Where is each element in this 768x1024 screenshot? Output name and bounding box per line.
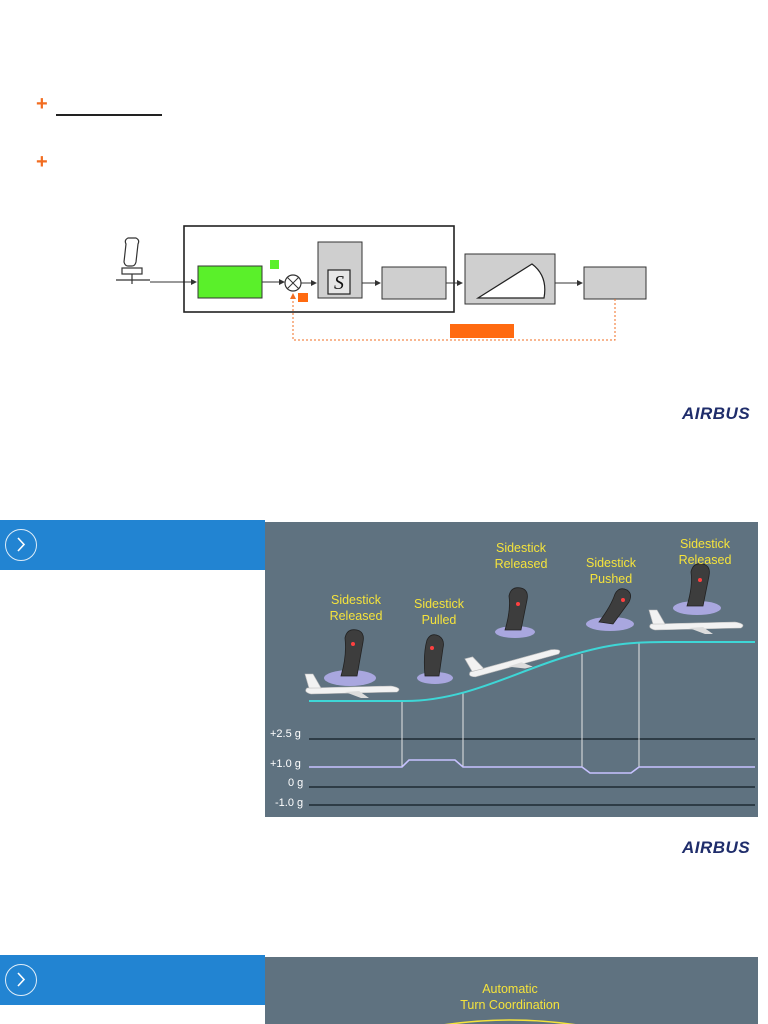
green-marker: [270, 260, 279, 269]
chapter-bar: [0, 520, 265, 570]
sidestick-icon: [495, 587, 535, 638]
airbus-logo: AIRBUS: [682, 838, 751, 857]
control-law-diagram: S: [116, 225, 647, 341]
chapter-bar: [0, 955, 265, 1005]
load-factor-line: [309, 759, 755, 774]
bullet-plus-icon: +: [36, 151, 48, 173]
aircraft-icon: [304, 673, 400, 698]
bullet-plus-icon: +: [36, 93, 48, 115]
sidestick-icon: [324, 629, 376, 686]
summing-junction-icon: [284, 274, 302, 292]
turn-arc: [444, 1019, 576, 1024]
aircraft-icon: [648, 609, 744, 634]
load-label: +1.0 g: [270, 758, 301, 770]
load-label: 0 g: [288, 777, 304, 789]
chevron-right-icon: [5, 529, 37, 561]
sidestick-icon: [417, 634, 453, 684]
aircraft-icon: [464, 649, 561, 678]
load-label: +2.5 g: [270, 728, 301, 740]
sidestick-icon: [673, 563, 721, 615]
load-label: -1.0 g: [275, 797, 304, 809]
flight-path-line: [309, 641, 755, 702]
feedback-label-block: [450, 324, 514, 338]
integral-icon: S: [334, 272, 344, 294]
bullet-underline: [56, 114, 162, 116]
slide-1: + +: [0, 0, 768, 470]
orange-marker: [298, 293, 308, 302]
sidestick-icon: [586, 588, 634, 631]
sidestick-icon: [116, 237, 150, 284]
chevron-right-icon: [5, 964, 37, 996]
airbus-logo: AIRBUS: [682, 404, 751, 423]
